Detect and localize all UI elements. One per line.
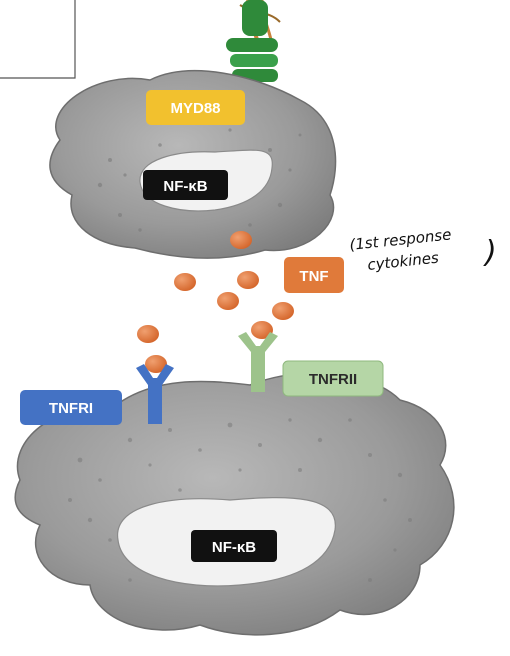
tnf-text: TNF [299,268,328,285]
handwritten-annotation: (1st response cytokines ) [349,225,497,274]
nfkb-top-text: NF-κB [163,178,207,195]
tnf-label: TNF [284,257,344,293]
tnf-molecules [137,231,294,373]
tnfri-receptor-icon [136,364,174,424]
annotation-bracket: ) [483,235,497,270]
nfkb-bottom-text: NF-κB [212,539,256,556]
tnf-dot [230,231,252,249]
top-cell [49,70,337,259]
nfkb-bottom-label: NF-κB [191,530,277,562]
bottom-cell [14,372,455,636]
tnf-dot [145,355,167,373]
tnf-dot [251,321,273,339]
tnfri-text: TNFRI [49,400,93,417]
tnf-dot [137,325,159,343]
nfkb-top-label: NF-κB [143,170,228,200]
tnf-dot [217,292,239,310]
tnfri-label: TNFRI [20,390,122,425]
myd88-label: MYD88 [146,90,245,125]
tnf-dot [237,271,259,289]
tnfrii-text: TNFRII [309,371,357,388]
tnfrii-label: TNFRII [282,360,384,397]
tnf-dot [272,302,294,320]
annotation-line2: cytokines [367,249,440,274]
myd88-text: MYD88 [170,100,220,117]
frame-box [0,0,76,79]
tnf-dot [174,273,196,291]
tnfrii-receptor-icon [238,332,278,392]
